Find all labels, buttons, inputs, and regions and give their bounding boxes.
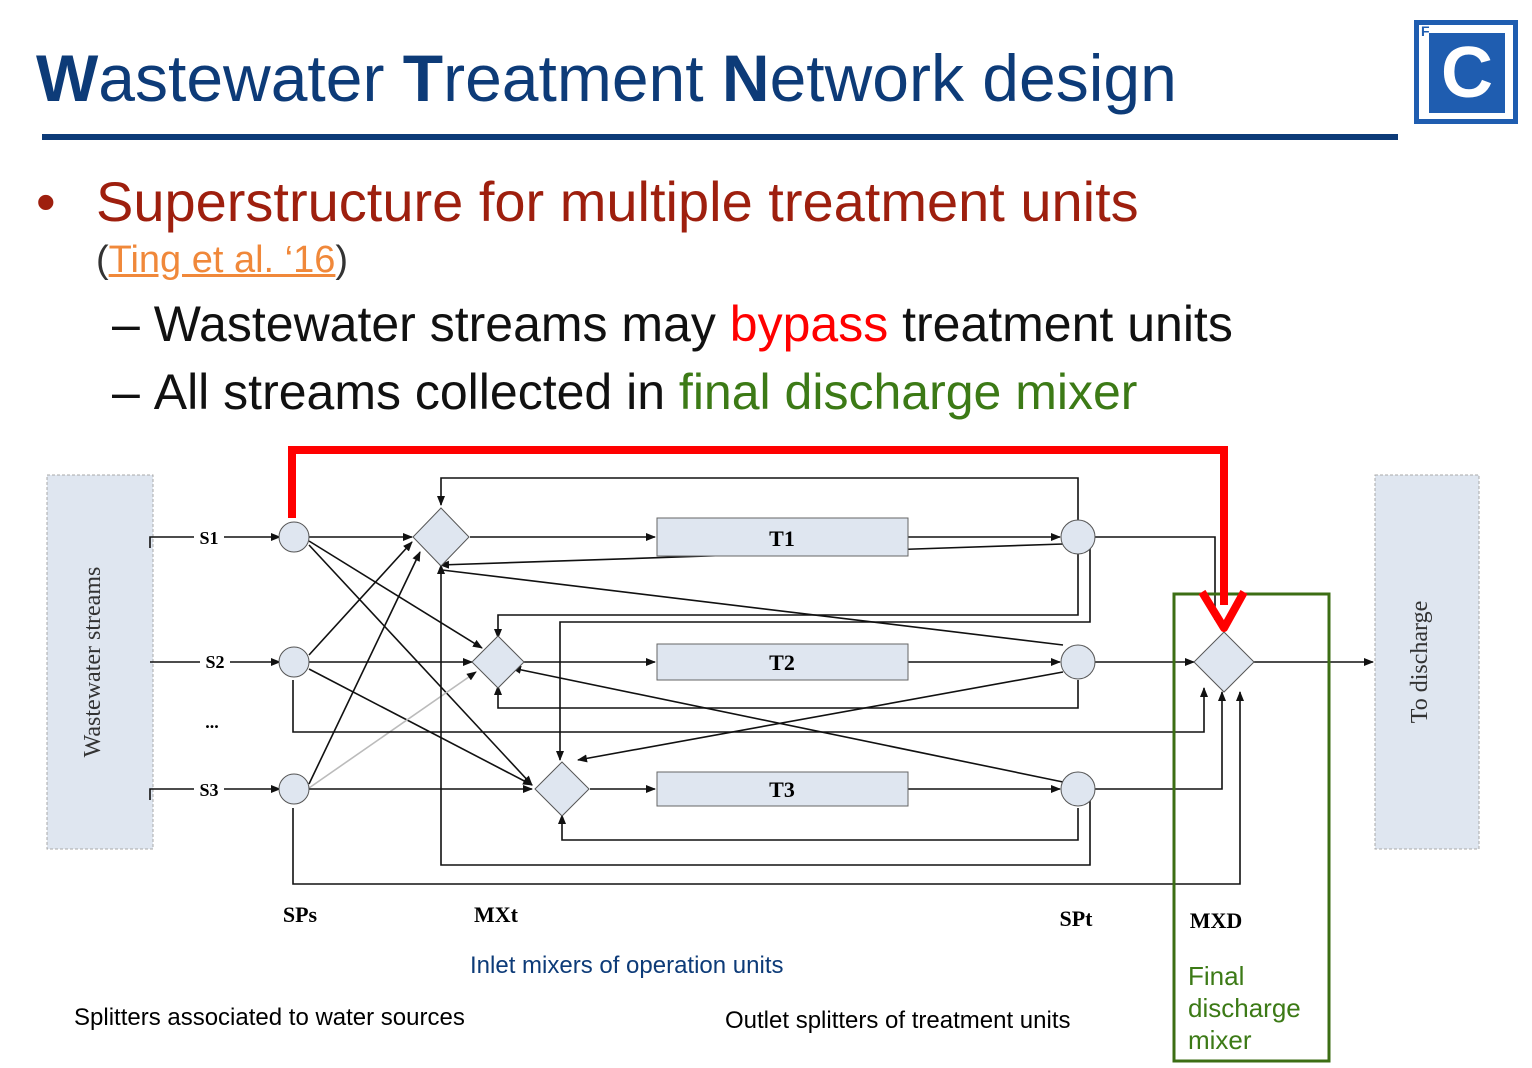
- subpoint-mixer: – All streams collected in final dischar…: [112, 364, 1138, 420]
- caption-outlet: Outlet splitters of treatment units: [725, 1007, 1071, 1034]
- source-box-label: Wastewater streams: [80, 567, 106, 758]
- logo-letter: C: [1429, 33, 1505, 113]
- subpoint-bypass: – Wastewater streams may bypass treatmen…: [112, 296, 1233, 352]
- caption-inlet: Inlet mixers of operation units: [470, 952, 784, 979]
- label-mxt: MXt: [474, 902, 519, 927]
- unit-t1: [656, 517, 909, 557]
- unit-label-t1: T1: [769, 526, 795, 551]
- sink-box-label: To discharge: [1407, 601, 1433, 724]
- unit-t3: [656, 771, 909, 807]
- unit-label-t2: T2: [769, 650, 795, 675]
- label-sps: SPs: [283, 902, 318, 927]
- title-underline: [42, 134, 1398, 140]
- stream-label-s1: S1: [199, 528, 218, 548]
- sink-box: [1374, 474, 1480, 850]
- caption-splitters: Splitters associated to water sources: [74, 1004, 465, 1031]
- splitter-t2: [1060, 644, 1096, 680]
- main-bullet: •Superstructure for multiple treatment u…: [36, 170, 1139, 233]
- unit-label-t3: T3: [769, 777, 795, 802]
- splitter-t1: [1060, 519, 1096, 555]
- citation: (Ting et al. ‘16): [96, 239, 349, 281]
- stream-label-s3: S3: [199, 780, 218, 800]
- logo-superscript: F: [1421, 23, 1430, 39]
- mixer-t3: [534, 761, 590, 817]
- mixer-t1: [412, 507, 470, 567]
- caption-final-mixer: Final discharge mixer: [1188, 961, 1301, 1055]
- label-spt: SPt: [1060, 906, 1094, 931]
- splitter-s3: [278, 773, 310, 805]
- mixer-t2: [471, 635, 525, 689]
- stream-label-ellipsis: ...: [205, 712, 219, 732]
- mixer-final: [1193, 631, 1255, 693]
- label-mxd: MXD: [1190, 908, 1243, 933]
- logo: C F: [1414, 20, 1518, 124]
- slide-title: Wastewater Treatment Network design: [36, 41, 1177, 115]
- citation-link[interactable]: Ting et al. ‘16: [108, 239, 336, 281]
- splitter-t3: [1060, 771, 1096, 807]
- bypass-arrow: [288, 446, 1228, 605]
- unit-t2: [656, 643, 909, 681]
- stream-label-s2: S2: [205, 652, 224, 672]
- final-mixer-highlight: [1172, 592, 1331, 1063]
- splitter-s1: [278, 521, 310, 553]
- bypass-arrowhead: [1198, 589, 1248, 632]
- splitter-s2: [278, 646, 310, 678]
- source-box: [46, 474, 154, 850]
